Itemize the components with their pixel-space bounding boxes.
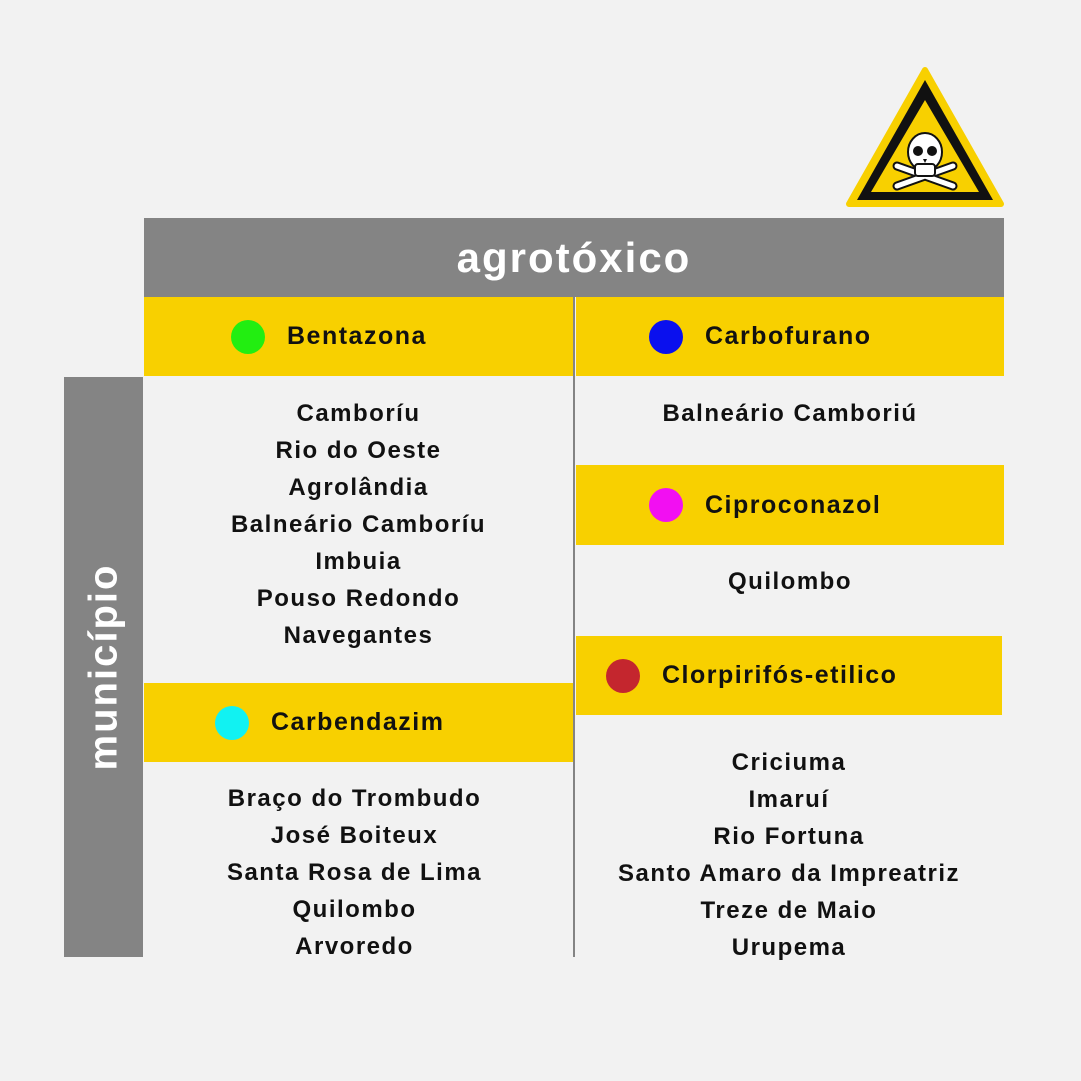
municipio-item: Navegantes: [283, 622, 434, 649]
side-title: município: [81, 563, 125, 771]
municipio-item: Balneário Camboríu: [230, 511, 487, 538]
header-agrotoxico: agrotóxico: [144, 218, 1004, 297]
band-clorpirifos-etilico: Clorpirifós-etilico: [576, 636, 1002, 715]
list-ciproconazol: Quilombo: [576, 563, 1004, 600]
toxic-warning-icon: [846, 67, 1004, 207]
municipio-item: Balneário Camboriú: [662, 400, 918, 427]
dot-icon: [606, 658, 640, 693]
municipio-item: Quilombo: [728, 568, 852, 595]
municipio-item: Arvoredo: [295, 933, 414, 960]
dot-icon: [649, 319, 683, 354]
municipio-item: Treze de Maio: [700, 897, 878, 924]
group-name: Clorpirifós-etilico: [662, 661, 898, 689]
group-name: Bentazona: [287, 322, 427, 350]
dot-icon: [649, 488, 683, 522]
municipio-item: Imbuia: [315, 548, 402, 575]
municipio-item: Santo Amaro da Impreatriz: [617, 860, 960, 887]
municipio-item: Pouso Redondo: [256, 585, 461, 612]
group-name: Carbofurano: [705, 322, 872, 350]
municipio-item: Criciuma: [731, 749, 847, 776]
municipio-item: Santa Rosa de Lima: [226, 859, 483, 886]
municipio-item: Urupema: [731, 934, 847, 961]
side-municipio: município: [64, 377, 143, 957]
band-carbofurano: Carbofurano: [576, 297, 1004, 376]
municipio-item: Quilombo: [292, 896, 417, 923]
header-title: agrotóxico: [456, 233, 692, 281]
list-carbofurano: Balneário Camboriú: [576, 395, 1004, 432]
municipio-item: Agrolândia: [288, 474, 429, 501]
band-carbendazim: Carbendazim: [144, 683, 573, 762]
group-name: Ciproconazol: [705, 490, 882, 519]
municipio-item: José Boiteux: [270, 822, 439, 849]
group-name: Carbendazim: [271, 708, 445, 736]
band-ciproconazol: Ciproconazol: [576, 465, 1004, 545]
band-bentazona: Bentazona: [144, 297, 573, 376]
dot-icon: [215, 705, 249, 740]
dot-icon: [231, 319, 265, 354]
municipio-item: Rio Fortuna: [713, 823, 865, 850]
municipio-item: Camboríu: [296, 400, 421, 427]
municipio-item: Imaruí: [748, 786, 830, 813]
municipio-item: Rio do Oeste: [275, 437, 442, 464]
municipio-item: Braço do Trombudo: [227, 785, 482, 812]
column-divider: [573, 297, 575, 957]
